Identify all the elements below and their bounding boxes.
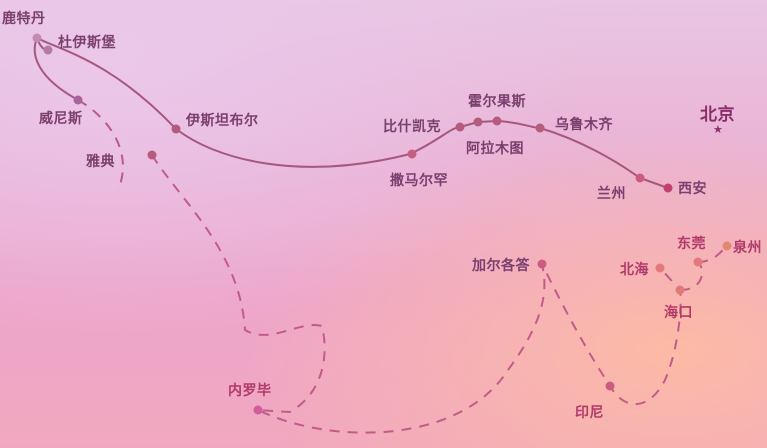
node-venice	[73, 95, 83, 105]
node-lanzhou	[635, 173, 645, 183]
label-haikou: 海口	[664, 305, 693, 321]
label-xian: 西安	[678, 181, 707, 197]
node-beihai	[655, 263, 665, 273]
label-urumqi: 乌鲁木齐	[555, 117, 613, 133]
node-kolkata	[537, 259, 547, 269]
sea-route-line	[77, 99, 124, 191]
label-quanzhou: 泉州	[733, 240, 762, 256]
star-icon: ★	[713, 123, 723, 136]
label-lanzhou: 兰州	[597, 186, 626, 202]
node-indonesia	[605, 381, 615, 391]
node-samarkand	[407, 149, 417, 159]
label-venice: 威尼斯	[39, 111, 83, 127]
node-istanbul	[171, 124, 181, 134]
node-athens	[147, 150, 157, 160]
label-kolkata: 加尔各答	[472, 258, 530, 274]
label-samarkand: 撒马尔罕	[390, 173, 448, 189]
label-athens: 雅典	[86, 154, 115, 170]
node-khorgos	[492, 116, 502, 126]
land-route-line	[33, 37, 669, 189]
node-quanzhou	[722, 241, 732, 251]
label-beijing: 北京	[700, 105, 735, 125]
label-indonesia: 印尼	[575, 405, 604, 421]
node-nairobi	[253, 405, 263, 415]
label-almaty: 阿拉木图	[466, 141, 524, 157]
node-bishkek	[455, 122, 465, 132]
node-almaty	[473, 117, 483, 127]
node-urumqi	[535, 123, 545, 133]
label-dongguan: 东莞	[677, 236, 706, 252]
label-istanbul: 伊斯坦布尔	[186, 113, 259, 129]
node-rotterdam	[32, 33, 42, 43]
label-rotterdam: 鹿特丹	[2, 11, 46, 27]
node-duisburg	[43, 45, 53, 55]
label-bishkek: 比什凯克	[383, 119, 441, 135]
label-nairobi: 内罗毕	[228, 383, 272, 399]
node-haikou	[675, 285, 685, 295]
label-khorgos: 霍尔果斯	[468, 94, 526, 110]
node-dongguan	[693, 257, 703, 267]
label-beihai: 北海	[620, 262, 649, 278]
node-xian	[663, 183, 673, 193]
label-duisburg: 杜伊斯堡	[58, 35, 116, 51]
